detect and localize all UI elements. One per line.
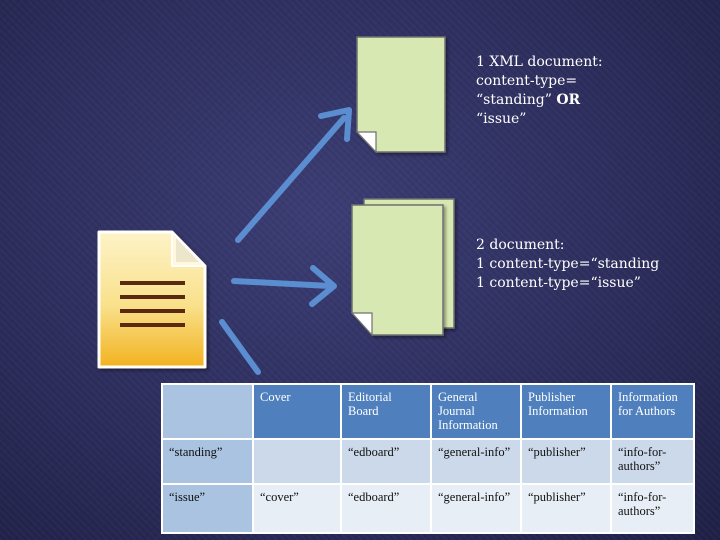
table-cell: “general-info” (430, 438, 522, 485)
table-header-row: Cover Editorial Board General Journal In… (161, 383, 695, 440)
table-cell: “publisher” (520, 438, 612, 485)
table-row: “issue” “cover” “edboard” “general-info”… (161, 483, 695, 534)
table-cell: “info-for-authors” (610, 483, 695, 534)
row-label-issue: “issue” (161, 483, 254, 534)
column-header-information-for-authors: Information for Authors (610, 383, 695, 440)
table-cell: “cover” (252, 483, 342, 534)
table-cell: “info-for-authors” (610, 438, 695, 485)
row-label-standing: “standing” (161, 438, 254, 485)
column-header-publisher-information: Publisher Information (520, 383, 612, 440)
table-cell: “edboard” (340, 438, 432, 485)
single-document-label: 1 XML document: content-type= “standing”… (476, 54, 603, 127)
source-document-icon (97, 230, 207, 369)
table-cell: “edboard” (340, 483, 432, 534)
column-header-cover: Cover (252, 383, 342, 440)
table-row: “standing” “edboard” “general-info” “pub… (161, 438, 695, 485)
table-cell (252, 438, 342, 485)
column-header-editorial-board: Editorial Board (340, 383, 432, 440)
table-cell: “general-info” (430, 483, 522, 534)
two-documents-label: 2 document: 1 content-type=“standing 1 c… (476, 237, 660, 291)
table-corner-cell (161, 383, 254, 440)
arrow-to-two-docs (231, 265, 337, 307)
table-cell: “publisher” (520, 483, 612, 534)
arrow-to-table (219, 319, 261, 375)
single-xml-document-icon (355, 36, 446, 154)
content-type-table: Cover Editorial Board General Journal In… (161, 383, 695, 534)
arrow-to-single-doc (235, 107, 352, 243)
column-header-general-journal-information: General Journal Information (430, 383, 522, 440)
two-documents-icon (350, 198, 455, 337)
